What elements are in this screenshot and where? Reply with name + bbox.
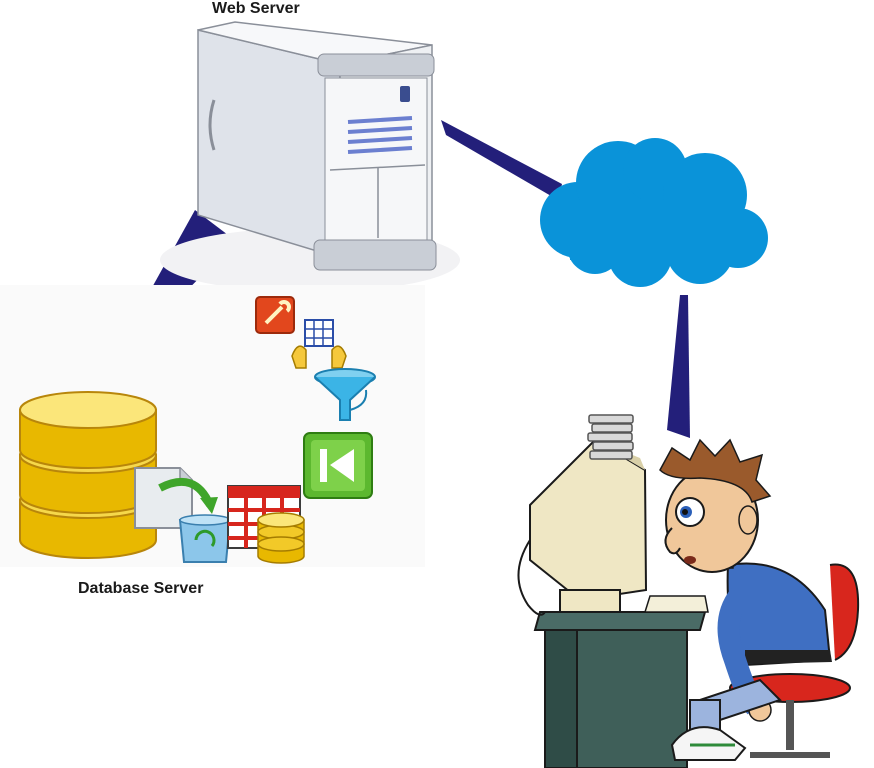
recycle-bin-icon (178, 514, 232, 563)
connector-server-cloud (441, 120, 562, 200)
internet-cloud-icon (540, 138, 768, 287)
server-tower-icon (160, 21, 460, 292)
user-at-computer-illustration (517, 414, 860, 768)
database-server-label: Database Server (78, 580, 204, 597)
wrench-icon (255, 296, 295, 334)
database-cylinder-icon (19, 391, 157, 559)
grid-hand-icon (291, 319, 347, 369)
small-db-icon (257, 512, 305, 564)
first-page-icon (303, 432, 373, 499)
connector-cloud-user (667, 295, 690, 438)
document-arrow-icon (134, 467, 218, 529)
web-server-label: Web Server (212, 0, 300, 17)
funnel-icon (314, 368, 376, 421)
